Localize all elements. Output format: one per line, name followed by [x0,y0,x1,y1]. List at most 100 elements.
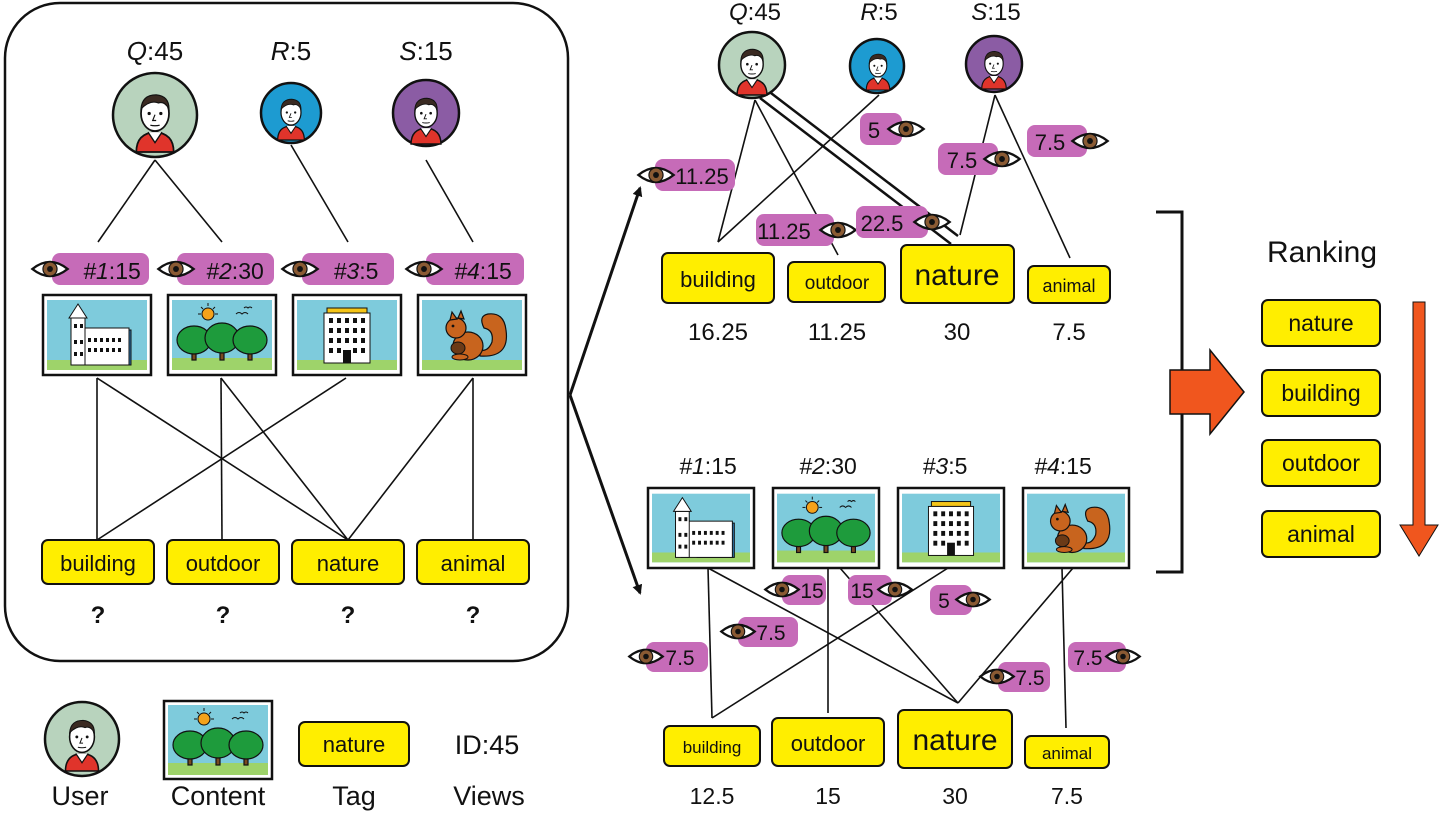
eye-icon [637,166,675,184]
user-avatar-q [111,71,199,159]
svg-text:7.5: 7.5 [947,148,978,173]
legend-tag-icon: nature [298,721,410,767]
top-edge-badge-5: 7.5 [938,143,1021,175]
eye-icon [955,591,991,608]
svg-text:building: building [60,551,136,576]
svg-text:outdoor: outdoor [1282,450,1360,476]
bottom-tag-outdoor: outdoor [771,717,885,767]
unknown-score-building: ? [91,602,106,629]
legend-content-icon [162,699,274,781]
top-user-label-q: Q:45 [729,0,781,26]
user-label-r: R:5 [271,36,311,66]
svg-text:nature: nature [914,259,999,292]
tag-animal: animal [416,539,530,585]
eye-icon [1105,648,1141,665]
eye-icon [157,260,195,278]
bottom-content-image-3 [896,486,1006,570]
bottom-content-label-2: #2:30 [799,453,857,479]
top-tag-building: building [661,252,775,304]
tag-building: building [41,539,155,585]
bottom-tag-nature: nature [897,709,1013,769]
ranking-item-1: nature [1261,299,1381,347]
legend-content-label: Content [171,781,266,811]
svg-text:nature: nature [323,732,385,757]
ranking-item-3: outdoor [1261,439,1381,487]
top-edges [717,94,1071,259]
bottom-content-label-4: #4:15 [1034,453,1092,479]
svg-text:building: building [680,267,756,292]
svg-text:7.5: 7.5 [1035,130,1066,155]
svg-text:5: 5 [938,590,950,613]
eye-icon [913,213,951,231]
tag-nature: nature [291,539,405,585]
eye-icon [31,260,69,278]
legend-user-label: User [51,781,108,811]
legend-tag-label: Tag [332,781,376,811]
unknown-score-outdoor: ? [216,602,231,629]
top-user-avatar-q [717,30,787,100]
bottom-content-image-2 [771,486,881,570]
unknown-score-nature: ? [341,602,356,629]
bottom-edge-badge-5: 7.5 [720,617,798,647]
eye-icon [628,648,664,665]
bottom-edge-badge-3: 5 [930,585,991,615]
svg-text:nature: nature [912,724,997,757]
svg-text:7.5: 7.5 [1015,667,1044,690]
svg-text:11.25: 11.25 [675,164,728,189]
eye-icon [819,221,857,239]
tag-outdoor: outdoor [166,539,280,585]
svg-text:#3:5: #3:5 [334,258,379,284]
svg-text:7.5: 7.5 [1073,647,1102,670]
user-label-q: Q:45 [127,36,183,66]
legend-views-example: ID:45 [455,730,520,760]
top-user-label-s: S:15 [971,0,1020,26]
bottom-edge-badge-6: 7.5 [979,662,1050,692]
left-edges [96,144,474,541]
bottom-edge-badge-2: 15 [848,575,913,605]
bottom-content-image-1 [646,486,756,570]
legend-views-label: Views [453,781,525,811]
ranking-title: Ranking [1267,236,1377,269]
top-score-building: 16.25 [688,319,748,346]
svg-text:nature: nature [317,551,379,576]
bottom-content-image-4 [1021,486,1131,570]
svg-text:building: building [683,738,742,757]
content-image-3 [291,293,403,377]
top-edge-badge-1: 11.25 [637,159,735,191]
legend-user-icon [43,700,121,778]
svg-text:animal: animal [441,551,506,576]
svg-text:#4:15: #4:15 [454,258,512,284]
content-image-1 [41,293,153,377]
top-score-animal: 7.5 [1052,319,1085,346]
top-user-avatar-r [848,37,906,95]
user-label-s: S:15 [399,36,453,66]
svg-text:outdoor: outdoor [186,551,261,576]
user-avatar-s [391,78,461,148]
svg-text:7.5: 7.5 [756,622,785,645]
top-score-nature: 30 [944,319,971,346]
top-tag-animal: animal [1027,265,1111,304]
svg-text:animal: animal [1287,521,1355,547]
svg-text:#2:30: #2:30 [206,258,264,284]
eye-icon [764,581,800,598]
eye-icon [1071,132,1109,150]
merge-arrow [1169,347,1245,437]
bottom-content-label-3: #3:5 [923,453,968,479]
content-image-2 [166,293,278,377]
bottom-tag-animal: animal [1024,735,1110,769]
top-score-outdoor: 11.25 [808,319,866,346]
svg-text:building: building [1281,380,1360,406]
bottom-score-nature: 30 [942,783,968,809]
top-tag-nature: nature [900,244,1015,304]
svg-text:outdoor: outdoor [805,273,870,294]
eye-icon [979,668,1015,685]
content-views-badge-4: #4:15 [405,253,524,285]
eye-icon [887,120,925,138]
left-panel-frame [3,1,570,663]
top-tag-outdoor: outdoor [787,261,886,303]
svg-text:11.25: 11.25 [757,219,810,244]
svg-text:15: 15 [800,580,823,603]
top-user-avatar-s [964,34,1024,94]
split-arrows [568,186,643,595]
